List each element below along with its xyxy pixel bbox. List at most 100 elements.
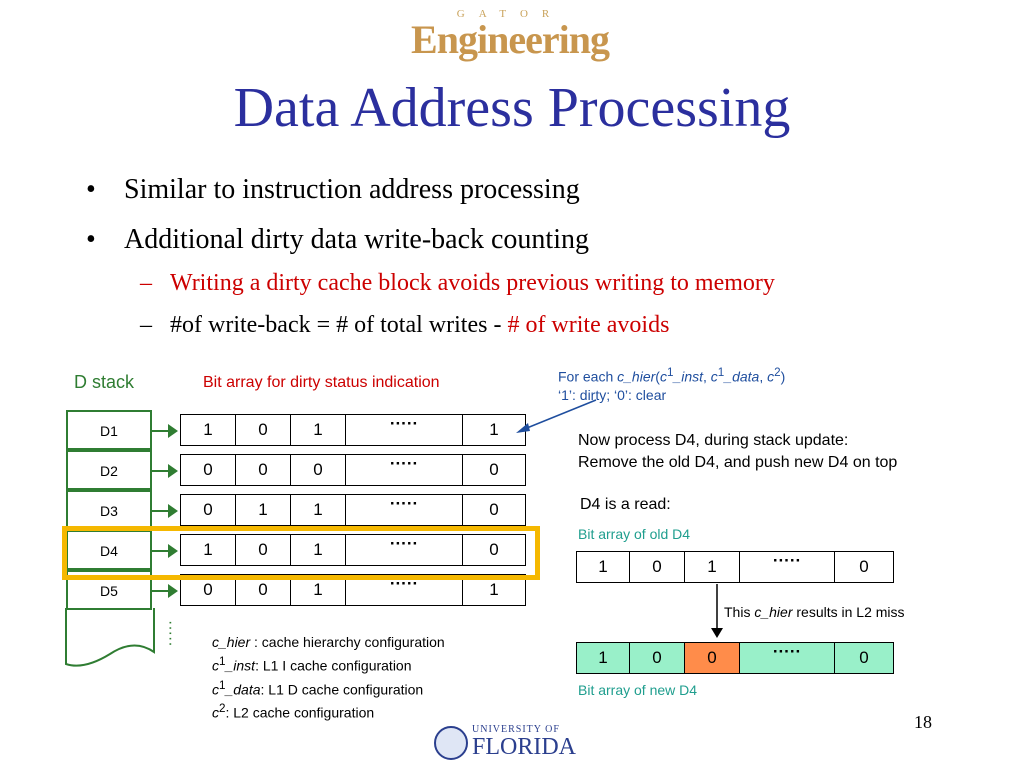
process-note-line-1: Now process D4, during stack update: — [578, 432, 849, 449]
row-d3-cell-3: ····· — [345, 494, 463, 526]
for-each-c1: c — [659, 368, 667, 385]
legend-sup: 2 — [219, 702, 226, 716]
new-d4-cell-4: 0 — [834, 642, 894, 674]
for-each-line-2: ‘1’: dirty; ‘0’: clear — [558, 386, 667, 403]
arrow-d4 — [152, 544, 178, 558]
logo-small-text: GATOR — [456, 8, 564, 20]
bullet-dot: • — [86, 224, 96, 255]
old-d4-cell-2: 1 — [684, 551, 740, 583]
gator-engineering-logo: GATOR Engineering — [410, 8, 610, 64]
for-each-open: ( — [655, 368, 660, 385]
sub-bullet-1-text: Writing a dirty cache block avoids previ… — [170, 270, 775, 296]
for-each-inst: _inst — [673, 368, 704, 385]
legend: c_hier : cache hierarchy configuration c… — [212, 632, 445, 723]
arrow-d1 — [152, 424, 178, 438]
old-d4-cell-3: ····· — [739, 551, 835, 583]
logo-bottom-big: FLORIDA — [472, 734, 577, 760]
for-each-line-1: For each c_hier(c1_inst, c1_data, c2) — [558, 364, 785, 386]
arrow-d3 — [152, 504, 178, 518]
row-d3-cell-1: 1 — [235, 494, 291, 526]
d4-read-label: D4 is a read: — [580, 496, 671, 513]
for-each-comma2: , — [759, 368, 768, 385]
row-d3-cell-2: 1 — [290, 494, 346, 526]
old-d4-label: Bit array of old D4 — [578, 526, 691, 542]
legend-term: c — [212, 704, 219, 721]
new-d4-label: Bit array of new D4 — [578, 682, 698, 698]
legend-c2: c2: L2 cache configuration — [212, 699, 445, 723]
miss-prefix: This — [724, 604, 755, 620]
stack-item-d3: D3 — [66, 490, 152, 530]
bullet-1-text: Similar to instruction address processin… — [124, 174, 580, 205]
dash: – — [140, 270, 152, 296]
miss-arrow — [711, 584, 723, 638]
d4-highlight — [62, 526, 540, 580]
uf-seal-icon — [434, 726, 468, 760]
new-d4-cell-1: 0 — [629, 642, 685, 674]
slide-title: Data Address Processing — [233, 77, 791, 139]
bullet-2: • Additional dirty data write-back counti… — [86, 224, 589, 256]
legend-sup: 1 — [219, 655, 226, 668]
arrow-d5 — [152, 584, 178, 598]
stack-tail-shape — [65, 608, 155, 667]
for-each-prefix: For each — [558, 368, 618, 385]
new-d4-cell-0: 1 — [576, 642, 630, 674]
legend-term: c_hier — [212, 634, 251, 650]
row-d4-cell-4: 0 — [462, 534, 526, 566]
for-each-c-hier: c_hier — [617, 368, 656, 385]
legend-rest: : cache hierarchy configuration — [250, 634, 445, 650]
for-each-comma1: , — [703, 368, 711, 385]
stack-more-dots: ····· — [162, 620, 179, 647]
legend-term: c — [212, 657, 219, 674]
old-d4-cell-1: 0 — [629, 551, 685, 583]
row-d2-cell-2: 0 — [290, 454, 346, 486]
bit-array-label: Bit array for dirty status indication — [203, 374, 440, 391]
for-each-sup2: 2 — [774, 366, 781, 379]
dash: – — [140, 312, 152, 338]
for-each-c2: c — [767, 368, 775, 385]
bullet-1: • Similar to instruction address processi… — [86, 174, 580, 206]
d-stack-label: D stack — [74, 372, 135, 392]
for-each-note: For each c_hier(c1_inst, c1_data, c2) ‘1… — [558, 364, 785, 404]
row-d2-cell-4: 0 — [462, 454, 526, 486]
legend-rest: : L1 D cache configuration — [260, 681, 424, 698]
process-note: Now process D4, during stack update: Rem… — [578, 430, 897, 474]
legend-sup: 1 — [219, 678, 226, 692]
row-d1-cell-2: 1 — [290, 414, 346, 446]
stack-item-d2: D2 — [66, 450, 152, 490]
old-d4-cell-0: 1 — [576, 551, 630, 583]
miss-note: This c_hier results in L2 miss — [724, 604, 905, 620]
stack-item-d1: D1 — [66, 410, 152, 450]
row-d5-cell-4: 1 — [462, 574, 526, 606]
for-each-sup1: 1 — [666, 366, 674, 379]
legend-rest: : L2 cache configuration — [225, 704, 375, 721]
miss-suffix: results in L2 miss — [792, 604, 905, 620]
row-d1-cell-0: 1 — [180, 414, 236, 446]
legend-c1-inst: c1_inst: L1 I cache configuration — [212, 652, 445, 676]
legend-tail: _inst — [225, 657, 256, 674]
row-d2-cell-1: 0 — [235, 454, 291, 486]
legend-rest: : L1 I cache configuration — [255, 657, 412, 674]
legend-c1-data: c1_data: L1 D cache configuration — [212, 676, 445, 700]
legend-tail: _data — [225, 681, 261, 698]
for-each-arrow — [516, 399, 597, 433]
sub-bullet-2-text: #of write-back = # of total writes - — [170, 312, 508, 338]
sub-bullet-2-red: # of write avoids — [507, 312, 670, 338]
row-d3-cell-0: 0 — [180, 494, 236, 526]
sub-bullet-1: –Writing a dirty cache block avoids prev… — [140, 270, 775, 297]
row-d3-cell-4: 0 — [462, 494, 526, 526]
page-number: 18 — [914, 712, 932, 732]
row-d2-cell-3: ····· — [345, 454, 463, 486]
process-note-line-2: Remove the old D4, and push new D4 on to… — [578, 454, 898, 471]
new-d4-cell-2: 0 — [684, 642, 740, 674]
university-of-florida-logo: UNIVERSITY OF FLORIDA — [420, 722, 620, 762]
bullet-2-text: Additional dirty data write-back countin… — [124, 224, 589, 255]
for-each-close: ) — [780, 368, 786, 385]
row-d2-cell-0: 0 — [180, 454, 236, 486]
row-d1-cell-1: 0 — [235, 414, 291, 446]
legend-term: c — [212, 681, 219, 698]
legend-c-hier: c_hier : cache hierarchy configuration — [212, 632, 445, 652]
old-d4-cell-4: 0 — [834, 551, 894, 583]
row-d1-cell-3: ····· — [345, 414, 463, 446]
bullet-dot: • — [86, 174, 96, 205]
miss-c-hier: c_hier — [754, 604, 793, 620]
